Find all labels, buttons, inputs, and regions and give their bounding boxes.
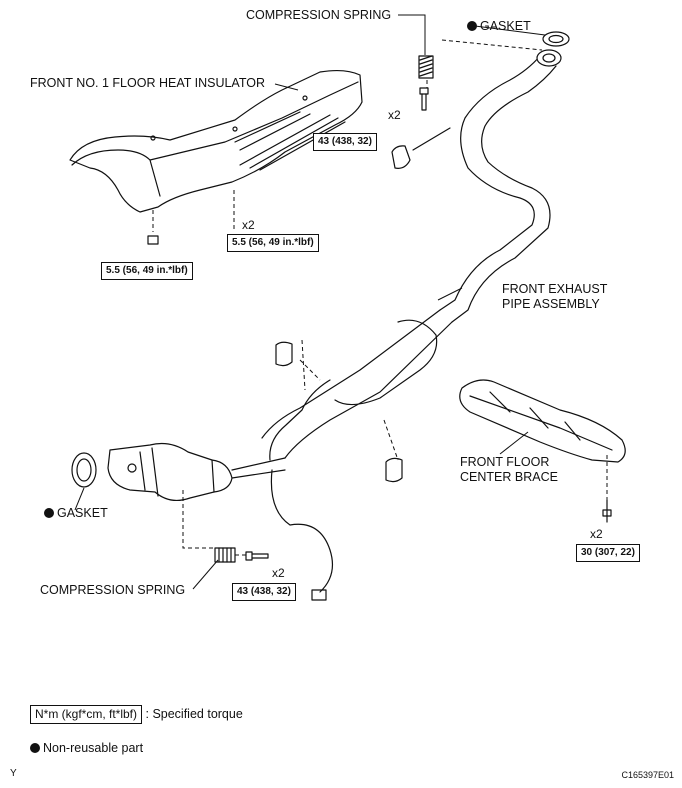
gasket-bottom-text: GASKET [57,506,108,520]
compression-spring-top-label: COMPRESSION SPRING [246,8,392,22]
insulator-bolt-multiplier: x2 [242,218,255,232]
insulator-nut-torque: 5.5 (56, 49 in.*lbf) [101,262,193,280]
front-exhaust-pipe-label-line2: PIPE ASSEMBLY [502,297,600,311]
brace-bolt-torque: 30 (307, 22) [576,544,640,562]
front-floor-center-brace-label-line1: FRONT FLOOR [460,455,550,469]
top-hanger-part [391,127,451,169]
front-floor-center-brace-label: FRONT FLOOR CENTER BRACE [460,455,558,485]
sensor-connector [311,589,327,601]
gasket-bottom-label: GASKET [44,506,108,521]
top-bolt-multiplier: x2 [388,108,401,122]
figure-code: C165397E01 [621,770,674,780]
front-catalytic-converter-part [107,442,286,502]
hanger-rubber-1 [275,341,293,367]
floor-heat-insulator-label: FRONT NO. 1 FLOOR HEAT INSULATOR [30,76,265,90]
bottom-bolt-part [245,551,269,561]
bottom-bolt-multiplier: x2 [272,566,285,580]
non-reusable-dot-icon [30,743,40,753]
front-floor-center-brace-label-line2: CENTER BRACE [460,470,558,484]
non-reusable-legend-text: Non-reusable part [43,741,144,755]
top-compression-spring-part [418,55,434,79]
floor-heat-insulator-part [69,69,363,213]
gasket-top-label: GASKET [467,19,531,34]
hanger-rubber-2 [385,457,403,483]
front-exhaust-pipe-label-line1: FRONT EXHAUST [502,282,608,296]
non-reusable-dot-icon [44,508,54,518]
front-floor-center-brace-part [459,379,626,463]
gasket-top-text: GASKET [480,19,531,33]
top-bolt-part [419,87,429,111]
front-exhaust-pipe-part [261,49,562,461]
oxygen-sensor-cable [270,469,333,593]
torque-unit-box: N*m (kgf*cm, ft*lbf) [30,705,143,724]
insulator-bolt-torque: 5.5 (56, 49 in.*lbf) [227,234,319,252]
brace-bolt-multiplier: x2 [590,527,603,541]
non-reusable-legend: Non-reusable part [30,741,143,756]
torque-legend-desc: : Specified torque [145,707,243,721]
torque-legend: N*m (kgf*cm, ft*lbf) : Specified torque [30,705,243,724]
top-gasket-part [542,31,570,47]
bottom-gasket-part [71,452,97,488]
front-exhaust-pipe-label: FRONT EXHAUST PIPE ASSEMBLY [502,282,607,312]
footer-mark: Y [10,768,17,779]
insulator-nut [147,235,159,245]
compression-spring-bottom-label: COMPRESSION SPRING [40,583,186,597]
bottom-compression-spring-part [214,547,236,563]
bottom-bolt-torque: 43 (438, 32) [232,583,296,601]
top-bolt-torque: 43 (438, 32) [313,133,377,151]
non-reusable-dot-icon [467,21,477,31]
